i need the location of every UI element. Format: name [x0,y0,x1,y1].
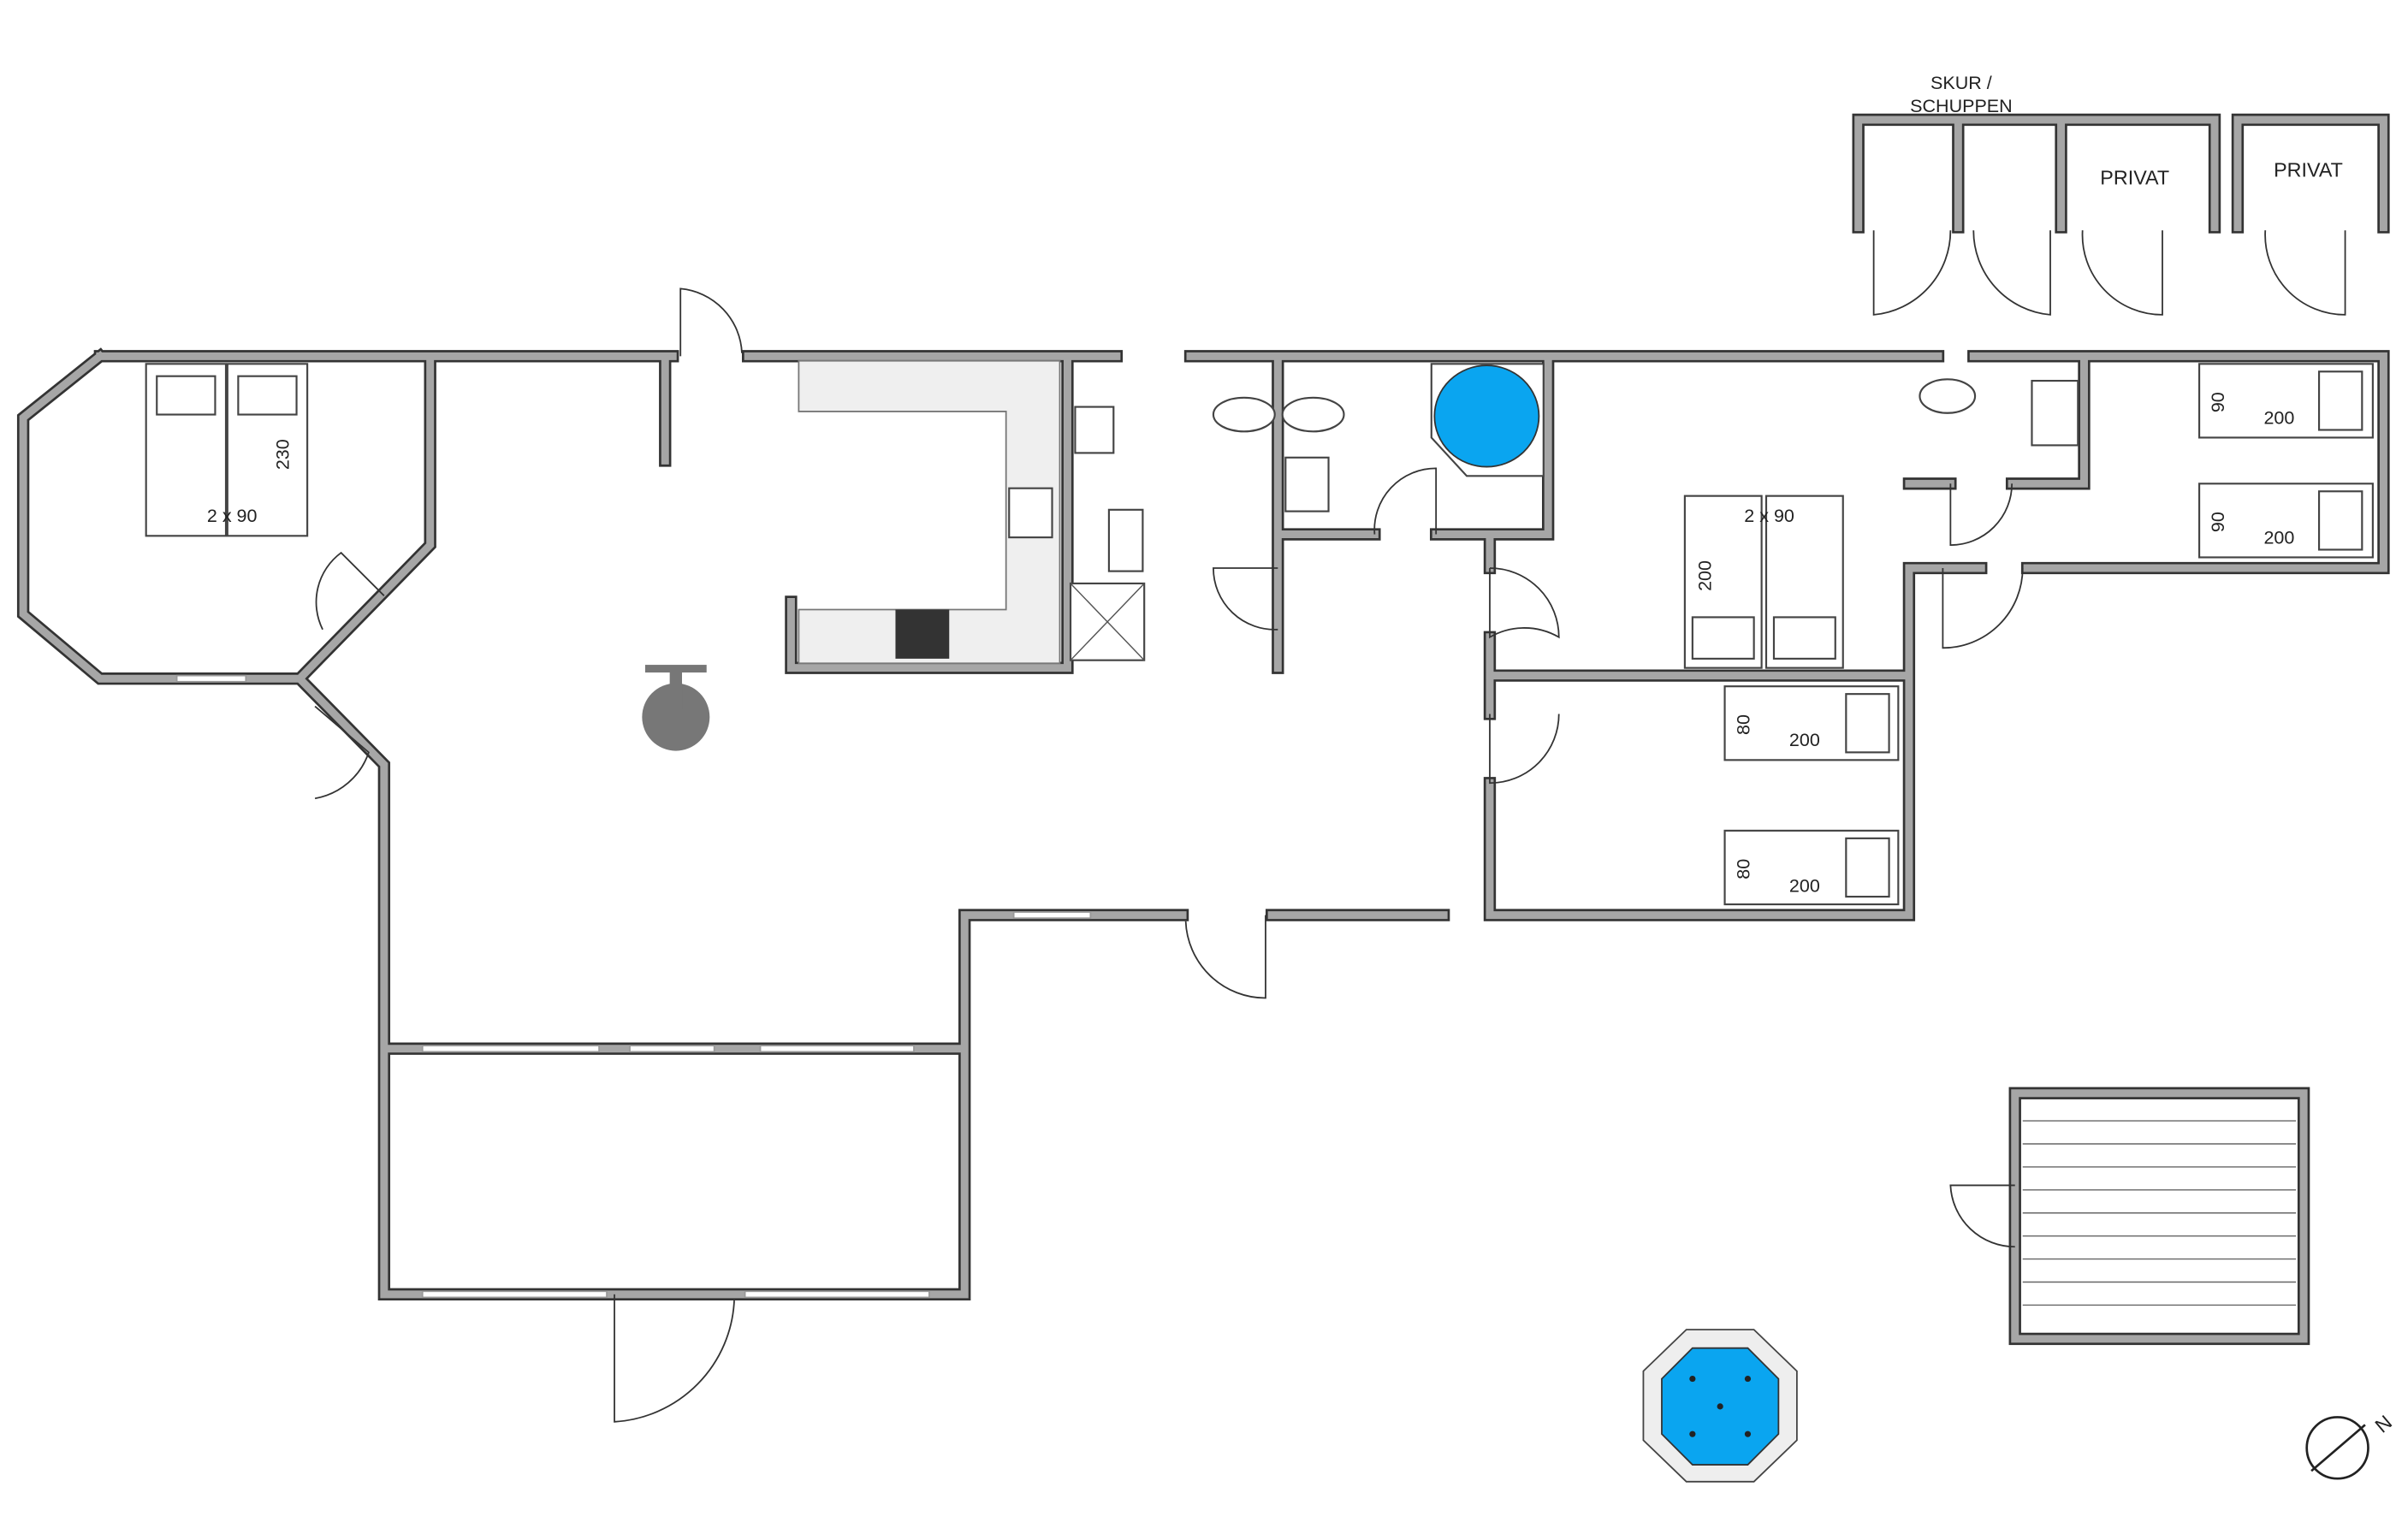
kitchen-counter [798,359,1061,665]
bed-size-label: 2 x 90 [207,506,258,526]
bed-length-label: 230 [273,439,294,470]
beds: 2 x 90 230 2 x 90 200 80 200 80 200 90 2… [145,363,2374,906]
bathrooms [1069,363,2079,661]
private-label: PRIVAT [2100,166,2169,188]
kitchen [642,359,1061,751]
washer-icon [1107,508,1144,572]
bed-length-label: 200 [2263,407,2294,428]
private-label: PRIVAT [2274,158,2343,181]
bed-length-label: 200 [1694,560,1715,591]
compass-icon [2305,1416,2369,1480]
hot-tub [1642,1329,1798,1483]
bed-width-label: 80 [1733,859,1753,880]
toilet-icon [1212,396,1276,433]
sink-icon [2031,379,2079,447]
toilet-icon [1281,396,1345,433]
kitchen-sink-icon [1008,487,1053,539]
annex-sauna [1949,1087,2310,1346]
shed-title: SCHUPPEN [1910,96,2013,116]
sink-icon [1284,456,1330,512]
bed-length-label: 200 [1789,730,1820,750]
sink-icon [1074,406,1115,454]
bed-length-label: 200 [1789,876,1820,897]
bed-width-label: 90 [2208,392,2228,412]
compass: N [2305,1411,2396,1480]
doors [314,287,2024,1423]
walls [16,347,2390,1301]
stove-icon [895,609,950,659]
stove-fireplace-icon [642,683,710,751]
bed-width-label: 80 [1733,714,1753,735]
shed: SKUR / SCHUPPEN PRIVAT PRIVAT [1852,73,2390,316]
compass-north-label: N [2371,1411,2396,1437]
bathtub-icon [1433,364,1540,468]
bed-width-label: 90 [2208,512,2228,532]
bed-length-label: 200 [2263,527,2294,548]
shed-title: SKUR / [1930,73,1992,93]
bed-size-label: 2 x 90 [1744,506,1794,526]
toilet-icon [1919,378,1977,414]
